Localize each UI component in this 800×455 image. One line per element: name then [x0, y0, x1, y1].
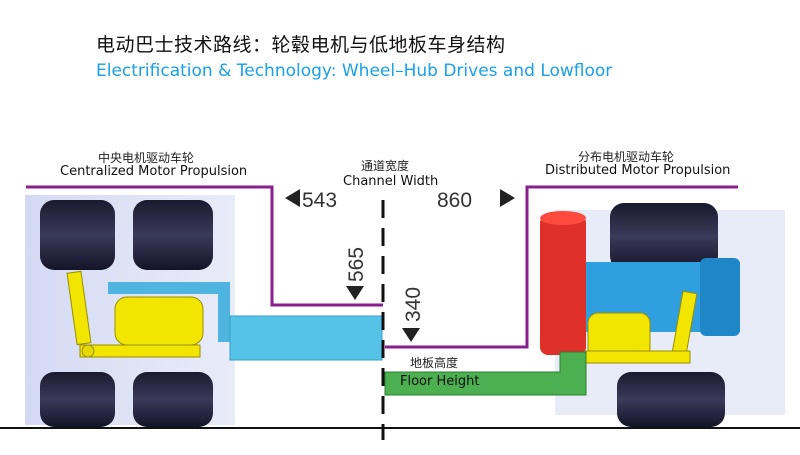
tire-front-left-inner	[133, 200, 213, 270]
floor-label-english: Floor Height	[400, 374, 480, 389]
right-control-arm	[584, 350, 691, 364]
arrow-floor-left	[346, 286, 364, 300]
floor-label-chinese: 地板高度	[410, 356, 459, 370]
dim-floor-left: 565	[345, 247, 368, 282]
title-english: Electrification & Technology: Wheel–Hub …	[96, 61, 613, 81]
hub-red-unit	[540, 215, 586, 355]
arrow-channel-left	[285, 189, 300, 207]
tire-rear-right	[617, 372, 725, 427]
right-body-outline	[385, 185, 738, 349]
left-motor	[114, 296, 204, 346]
tire-rear-left-outer	[40, 372, 115, 427]
left-control-arm	[79, 344, 201, 358]
arrow-channel-right	[500, 189, 515, 207]
dim-floor-right: 340	[402, 287, 425, 322]
left-strut	[66, 270, 92, 346]
right-label-english: Distributed Motor Propulsion	[545, 163, 731, 178]
left-body-outline	[26, 185, 383, 307]
channel-label-english: Channel Width	[343, 174, 439, 189]
dim-channel-right: 860	[437, 189, 472, 212]
right-label-chinese: 分布电机驱动车轮	[578, 150, 675, 164]
left-label-chinese: 中央电机驱动车轮	[98, 151, 195, 165]
left-axle	[108, 282, 230, 294]
floor-duct	[384, 351, 587, 396]
left-label-english: Centralized Motor Propulsion	[60, 164, 248, 179]
tire-front-left-outer	[40, 200, 115, 270]
right-wheel-assembly	[384, 203, 785, 427]
drive-shaft	[229, 315, 383, 361]
channel-label-chinese: 通道宽度	[361, 159, 410, 173]
dim-channel-left: 543	[302, 189, 337, 212]
arrow-floor-right	[402, 328, 420, 342]
tire-rear-left-inner	[133, 372, 213, 427]
title-chinese: 电动巴士技术路线：轮毂电机与低地板车身结构	[96, 34, 506, 56]
tire-front-right	[610, 203, 718, 270]
left-cross-member	[218, 282, 230, 342]
left-wheel-assembly	[25, 195, 383, 427]
